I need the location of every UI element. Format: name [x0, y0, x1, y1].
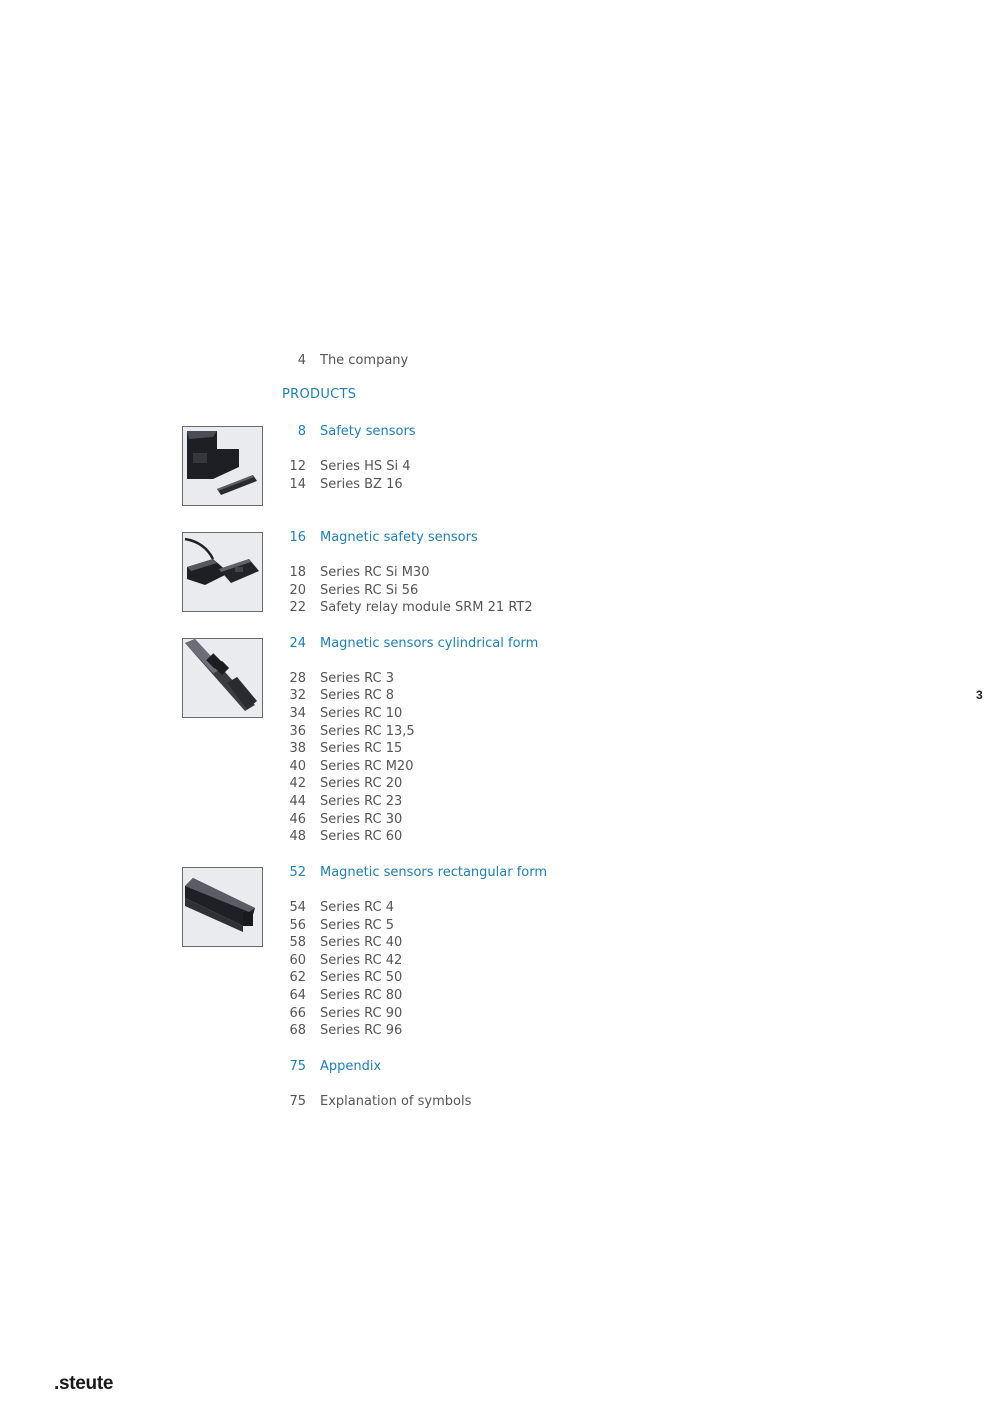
toc-entry-label: Series RC 15 [320, 741, 403, 756]
toc-page-number: 18 [289, 565, 306, 580]
toc-page-number: 46 [289, 812, 306, 827]
toc-entry[interactable]: 34 Series RC 10 [282, 705, 402, 723]
page-number: 3 [976, 688, 983, 702]
toc-section-magnetic-safety-sensors[interactable]: 16 Magnetic safety sensors [282, 529, 478, 547]
toc-entry-label: Series RC 80 [320, 988, 403, 1003]
toc-page-number: 34 [289, 706, 306, 721]
toc-entry[interactable]: 56 Series RC 5 [282, 917, 394, 935]
magnetic-safety-sensor-product-image [182, 532, 263, 612]
toc-entry[interactable]: 54 Series RC 4 [282, 899, 394, 917]
toc-entry-label: The company [320, 353, 409, 368]
toc-entry-label: Series RC 10 [320, 706, 403, 721]
toc-entry[interactable]: 48 Series RC 60 [282, 828, 402, 846]
toc-page-number: 68 [289, 1023, 306, 1038]
toc-page-number: 52 [289, 865, 306, 880]
products-heading: PRODUCTS [282, 387, 357, 402]
cylindrical-sensor-product-image [182, 638, 263, 718]
toc-entry[interactable]: 28 Series RC 3 [282, 670, 394, 688]
toc-entry-label: Series RC 3 [320, 671, 394, 686]
toc-page-number: 48 [289, 829, 306, 844]
toc-entry-label: Series BZ 16 [320, 477, 403, 492]
toc-page-number: 44 [289, 794, 306, 809]
toc-entry-label: Series RC 8 [320, 688, 394, 703]
toc-entry[interactable]: 20 Series RC Si 56 [282, 582, 418, 600]
toc-page-number: 14 [289, 477, 306, 492]
toc-entry[interactable]: 58 Series RC 40 [282, 934, 402, 952]
toc-entry[interactable]: 12 Series HS Si 4 [282, 458, 411, 476]
toc-entry-company[interactable]: 4 The company [282, 352, 409, 370]
rectangular-sensor-product-image [182, 867, 263, 947]
toc-entry[interactable]: 68 Series RC 96 [282, 1022, 402, 1040]
toc-entry-label: Series RC 23 [320, 794, 403, 809]
toc-entry[interactable]: 38 Series RC 15 [282, 740, 402, 758]
toc-entry-label: Series RC 42 [320, 953, 403, 968]
toc-page-number: 64 [289, 988, 306, 1003]
toc-page-number: 75 [289, 1059, 306, 1074]
toc-entry-label: Series RC 4 [320, 900, 394, 915]
toc-entry[interactable]: 62 Series RC 50 [282, 969, 402, 987]
toc-page-number: 56 [289, 918, 306, 933]
toc-page-number: 20 [289, 583, 306, 598]
toc-page-number: 54 [289, 900, 306, 915]
toc-section-safety-sensors[interactable]: 8 Safety sensors [282, 423, 416, 441]
toc-entry-label: Series RC 60 [320, 829, 403, 844]
toc-page-number: 36 [289, 724, 306, 739]
toc-page-number: 32 [289, 688, 306, 703]
steute-logo: .steute [54, 1373, 114, 1394]
toc-entry-label: Series RC 40 [320, 935, 403, 950]
toc-section-label: Magnetic sensors cylindrical form [320, 636, 539, 651]
toc-entry[interactable]: 64 Series RC 80 [282, 987, 402, 1005]
toc-section-rectangular[interactable]: 52 Magnetic sensors rectangular form [282, 864, 547, 882]
toc-page-number: 60 [289, 953, 306, 968]
toc-section-label: Magnetic safety sensors [320, 530, 478, 545]
toc-page-number: 12 [289, 459, 306, 474]
toc-entry-label: Series RC 5 [320, 918, 394, 933]
toc-entry[interactable]: 40 Series RC M20 [282, 758, 413, 776]
toc-page-number: 4 [297, 353, 306, 368]
toc-entry[interactable]: 66 Series RC 90 [282, 1005, 402, 1023]
toc-entry[interactable]: 18 Series RC Si M30 [282, 564, 429, 582]
toc-page-number: 28 [289, 671, 306, 686]
toc-page-number: 22 [289, 600, 306, 615]
toc-entry-label: Safety relay module SRM 21 RT2 [320, 600, 533, 615]
toc-entry-label: Series RC 50 [320, 970, 403, 985]
toc-entry[interactable]: 14 Series BZ 16 [282, 476, 403, 494]
toc-page-number: 40 [289, 759, 306, 774]
toc-entry-label: Series RC 13,5 [320, 724, 415, 739]
toc-section-label: Magnetic sensors rectangular form [320, 865, 548, 880]
toc-page-number: 38 [289, 741, 306, 756]
toc-section-cylindrical[interactable]: 24 Magnetic sensors cylindrical form [282, 635, 538, 653]
toc-entry-label: Series RC 20 [320, 776, 403, 791]
toc-page-number: 24 [289, 636, 306, 651]
toc-entry-label: Series RC 90 [320, 1006, 403, 1021]
toc-entry-label: Series RC Si M30 [320, 565, 430, 580]
toc-entry-label: Series RC 96 [320, 1023, 403, 1038]
toc-page-number: 8 [297, 424, 306, 439]
toc-section-label: Safety sensors [320, 424, 416, 439]
toc-entry[interactable]: 42 Series RC 20 [282, 775, 402, 793]
toc-entry-label: Series HS Si 4 [320, 459, 411, 474]
toc-page-number: 66 [289, 1006, 306, 1021]
toc-entry[interactable]: 36 Series RC 13,5 [282, 723, 415, 741]
toc-entry[interactable]: 32 Series RC 8 [282, 687, 394, 705]
toc-page-number: 16 [289, 530, 306, 545]
toc-page-number: 58 [289, 935, 306, 950]
toc-entry[interactable]: 44 Series RC 23 [282, 793, 402, 811]
toc-section-label: Appendix [320, 1059, 382, 1074]
toc-entry-label: Explanation of symbols [320, 1094, 472, 1109]
toc-entry-label: Series RC Si 56 [320, 583, 419, 598]
toc-page-number: 42 [289, 776, 306, 791]
toc-entry-label: Series RC M20 [320, 759, 414, 774]
toc-entry[interactable]: 75 Explanation of symbols [282, 1093, 471, 1111]
toc-entry-label: Series RC 30 [320, 812, 403, 827]
toc-entry[interactable]: 60 Series RC 42 [282, 952, 402, 970]
toc-page-number: 75 [289, 1094, 306, 1109]
toc-entry[interactable]: 22 Safety relay module SRM 21 RT2 [282, 599, 533, 617]
toc-entry[interactable]: 46 Series RC 30 [282, 811, 402, 829]
safety-sensor-product-image [182, 426, 263, 506]
toc-page-number: 62 [289, 970, 306, 985]
toc-section-appendix[interactable]: 75 Appendix [282, 1058, 381, 1076]
